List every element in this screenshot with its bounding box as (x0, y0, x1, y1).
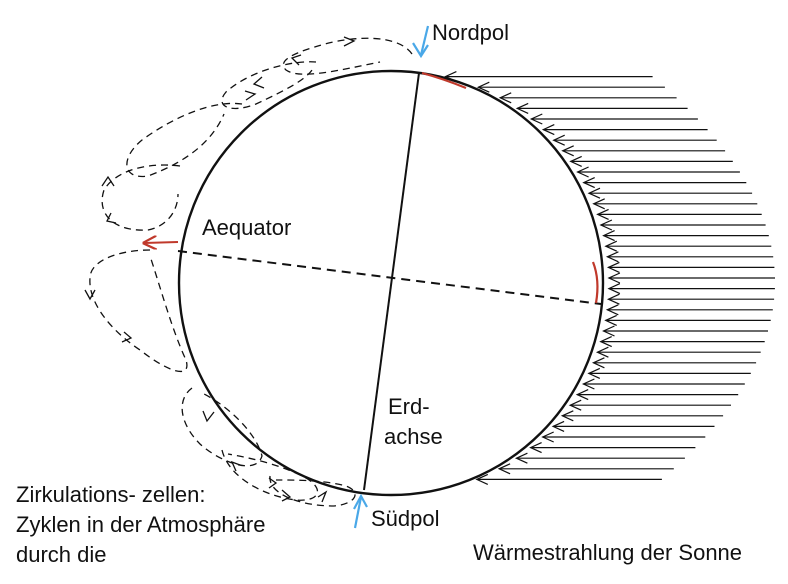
solar-ray-21 (607, 283, 775, 295)
earth-axis-line (363, 72, 420, 491)
solar-radiation-caption: Wärmestrahlung der Sonne (473, 540, 743, 565)
solar-ray-37 (514, 452, 685, 464)
solar-ray-36 (529, 442, 696, 454)
solar-ray-4 (515, 102, 688, 114)
solar-ray-1 (443, 71, 653, 83)
circulation-cell-south-2 (181, 387, 263, 467)
solar-ray-5 (529, 113, 698, 125)
solar-ray-31 (575, 389, 739, 401)
circulation-arrowheads (84, 36, 356, 503)
solar-radiation-arrows (443, 71, 775, 485)
solar-ray-23 (605, 304, 773, 316)
solar-ray-26 (599, 336, 765, 348)
circulation-cells (89, 37, 413, 507)
solar-ray-34 (551, 420, 715, 432)
solar-ray-10 (576, 166, 740, 178)
north-red-arc (421, 71, 467, 90)
solar-ray-39 (475, 473, 662, 485)
circulation-cell-south-4 (269, 475, 356, 507)
solar-ray-15 (599, 219, 766, 231)
circulation-cell-north-4 (101, 164, 181, 231)
circulation-cell-south-3 (221, 449, 319, 501)
solar-ray-32 (568, 399, 731, 411)
solar-ray-38 (497, 463, 674, 475)
solar-ray-11 (582, 177, 747, 189)
solar-ray-12 (587, 187, 753, 199)
equator-line (177, 250, 602, 305)
solar-ray-29 (587, 367, 751, 379)
solar-ray-18 (605, 251, 774, 263)
equator-label: Aequator (202, 215, 292, 240)
north-pole-arrow (412, 25, 430, 59)
equator-red-arc (591, 261, 599, 304)
solar-ray-35 (541, 431, 706, 443)
solar-ray-3 (498, 92, 677, 104)
circulation-cells-caption: Zirkulations- zellen: Zyklen in der Atmo… (16, 482, 266, 567)
circulation-cell-south-1 (89, 249, 188, 373)
solar-ray-2 (476, 81, 665, 93)
solar-ray-24 (604, 314, 771, 326)
solar-ray-19 (606, 261, 775, 273)
solar-ray-13 (592, 198, 758, 210)
south-pole-label: Südpol (371, 506, 440, 531)
circulation-cell-north-2 (221, 61, 317, 110)
solar-ray-14 (596, 208, 762, 220)
earth-axis-label-line1: Erd- (388, 394, 430, 419)
solar-ray-33 (560, 410, 724, 422)
solar-ray-8 (561, 145, 726, 157)
earth-circle (177, 69, 605, 497)
solar-ray-17 (604, 240, 772, 252)
solar-ray-20 (607, 272, 775, 284)
solar-ray-30 (581, 378, 745, 390)
solar-ray-27 (595, 346, 761, 358)
north-pole-label: Nordpol (432, 20, 510, 45)
solar-ray-6 (541, 124, 708, 136)
solar-ray-16 (602, 230, 769, 242)
solar-ray-22 (606, 293, 775, 305)
solar-ray-9 (569, 155, 733, 167)
circulation-cell-north-1 (282, 37, 413, 75)
south-pole-arrow (353, 493, 368, 529)
circulation-cell-north-3 (126, 102, 243, 178)
solar-ray-25 (602, 325, 768, 337)
earth-axis-label-line2: achse (384, 424, 443, 449)
solar-ray-7 (552, 134, 717, 146)
solar-ray-28 (591, 357, 757, 369)
equator-red-arrow (144, 242, 179, 243)
